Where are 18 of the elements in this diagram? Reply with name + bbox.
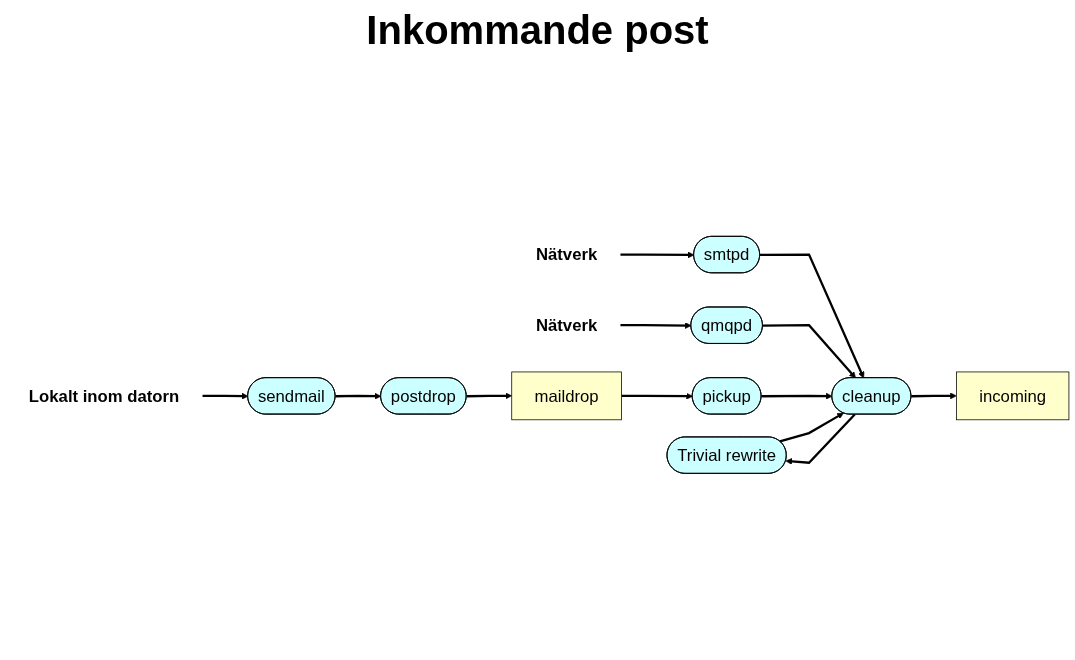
arrow — [620, 322, 692, 329]
arrow — [621, 392, 693, 400]
arrow — [911, 392, 957, 400]
arrow — [466, 392, 513, 400]
node-text: Nätverk — [535, 315, 598, 335]
node-text: Nätverk — [535, 245, 598, 265]
arrow — [762, 324, 856, 379]
diagram-title: Inkommande post — [365, 8, 710, 53]
node-box: maildrop — [511, 371, 622, 421]
node-text: Lokalt inom datorn — [28, 386, 180, 406]
arrow — [760, 253, 865, 379]
arrow — [779, 412, 844, 443]
node-box: incoming — [956, 371, 1070, 421]
arrow — [761, 392, 833, 400]
arrow — [785, 413, 856, 465]
arrow — [202, 392, 249, 400]
arrow — [620, 251, 695, 259]
arrow — [335, 392, 382, 400]
